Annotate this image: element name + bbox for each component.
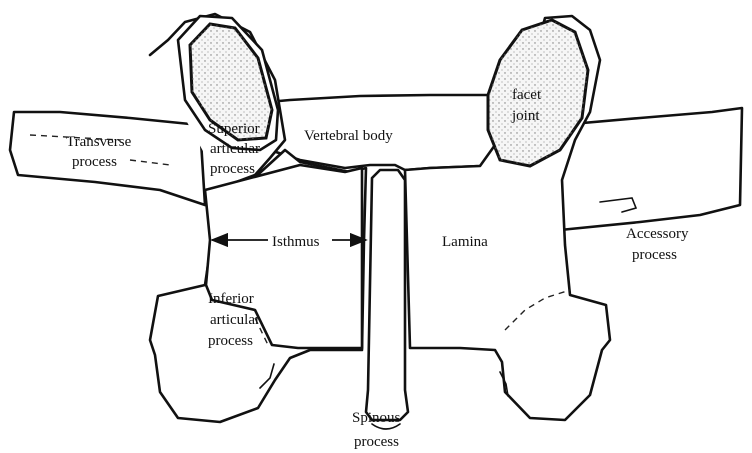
label-spinous-process: Spinous process [352,410,404,450]
spinous-process-shape [366,170,408,420]
label-lamina: Lamina [442,234,488,250]
right-transverse-process-shape [560,108,742,230]
label-isthmus: Isthmus [272,234,320,250]
label-vertebral-body: Vertebral body [304,128,393,144]
label-accessory-process: Accessory process [626,226,692,263]
